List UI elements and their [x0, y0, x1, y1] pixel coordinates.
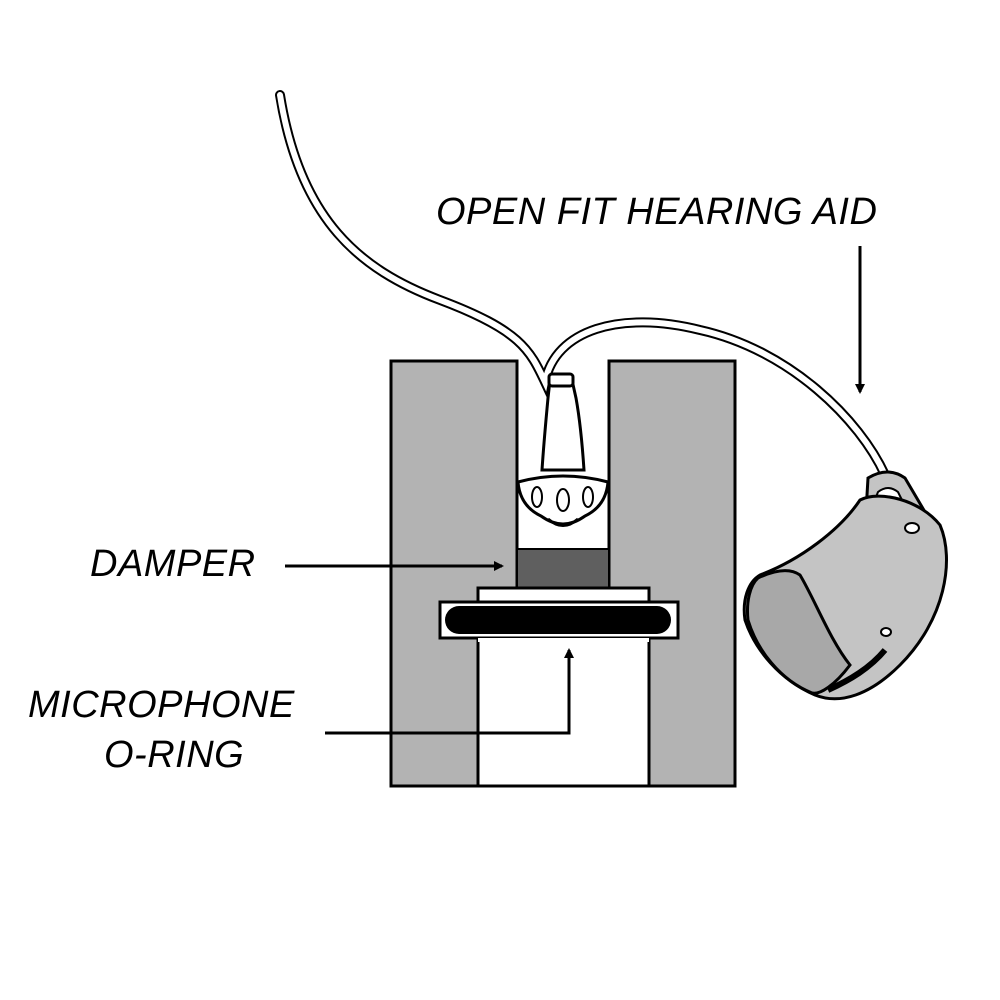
dome-vent-hole [582, 486, 594, 508]
dome-stem [540, 378, 586, 472]
hearing-aid-seam [826, 648, 888, 693]
sound-tube-inner [277, 92, 888, 478]
sound-tube [275, 90, 890, 480]
microphone-body-top [478, 638, 649, 642]
dome-tip [547, 517, 579, 527]
dome-vent-hole [556, 488, 570, 512]
o-ring [445, 606, 671, 634]
microphone-arrow [325, 648, 574, 735]
hearing-aid-label: OPEN FIT HEARING AID [436, 191, 878, 233]
o-ring-label: O-RING [104, 734, 245, 776]
hearing-aid-mic-port [880, 627, 892, 637]
damper [516, 548, 610, 589]
dome-vent-hole [531, 486, 543, 508]
hearing-aid-button [904, 522, 920, 534]
hearing-aid-device [742, 470, 948, 701]
microphone-label: MICROPHONE [28, 684, 295, 726]
open-fit-dome [516, 372, 610, 527]
microphone-top [476, 586, 651, 604]
sound-tube-outer [275, 90, 890, 480]
damper-label: DAMPER [90, 543, 256, 585]
dome-collar [547, 372, 575, 388]
